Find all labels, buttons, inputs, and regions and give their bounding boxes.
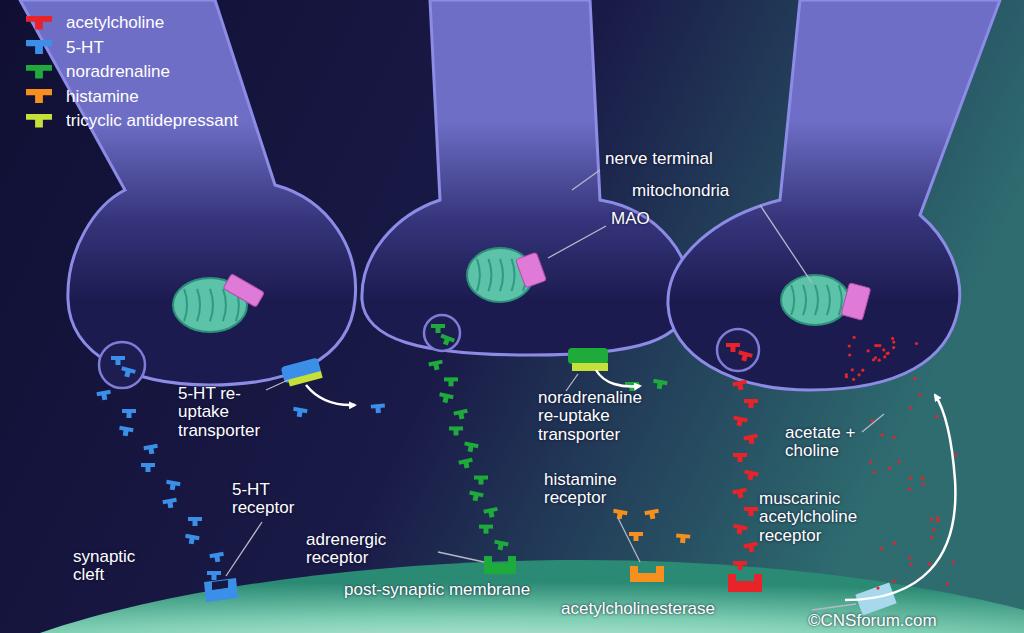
legend-swatch: [26, 114, 52, 128]
membrane-label: post-synaptic membrane: [344, 581, 530, 599]
legend-row: 5-HT: [26, 39, 104, 56]
legend-row: histamine: [26, 88, 139, 105]
enzyme-label: acetylcholinesterase: [561, 600, 715, 618]
legend-text: acetylcholine: [66, 14, 164, 31]
legend-row: acetylcholine: [26, 14, 164, 31]
legend-swatch: [26, 65, 52, 79]
receptor-label: adrenergic receptor: [306, 531, 406, 568]
receptor-label: 5-HT receptor: [232, 481, 322, 518]
part-label: mitochondria: [632, 182, 729, 200]
legend-row: noradrenaline: [26, 63, 170, 80]
legend-text: histamine: [66, 88, 139, 105]
legend-text: noradrenaline: [66, 63, 170, 80]
legend-row: tricyclic antidepressant: [26, 112, 238, 129]
legend-swatch: [26, 16, 52, 30]
legend-swatch: [26, 40, 52, 54]
legend-swatch: [26, 89, 52, 103]
region-label: synaptic cleft: [73, 548, 163, 585]
receptor-label: muscarinic acetylcholine receptor: [759, 490, 874, 545]
transporter-label: noradrenaline re-uptake transporter: [538, 389, 653, 444]
legend-text: 5-HT: [66, 39, 104, 56]
legend-text: tricyclic antidepressant: [66, 112, 238, 129]
transporter-label: 5-HT re-uptake transporter: [178, 385, 278, 440]
receptor-label: histamine receptor: [544, 471, 634, 508]
watermark: ©CNSforum.com: [808, 612, 937, 630]
product-label: acetate + choline: [785, 424, 865, 461]
part-label: nerve terminal: [605, 150, 713, 168]
enzyme-label: MAO: [611, 210, 650, 228]
